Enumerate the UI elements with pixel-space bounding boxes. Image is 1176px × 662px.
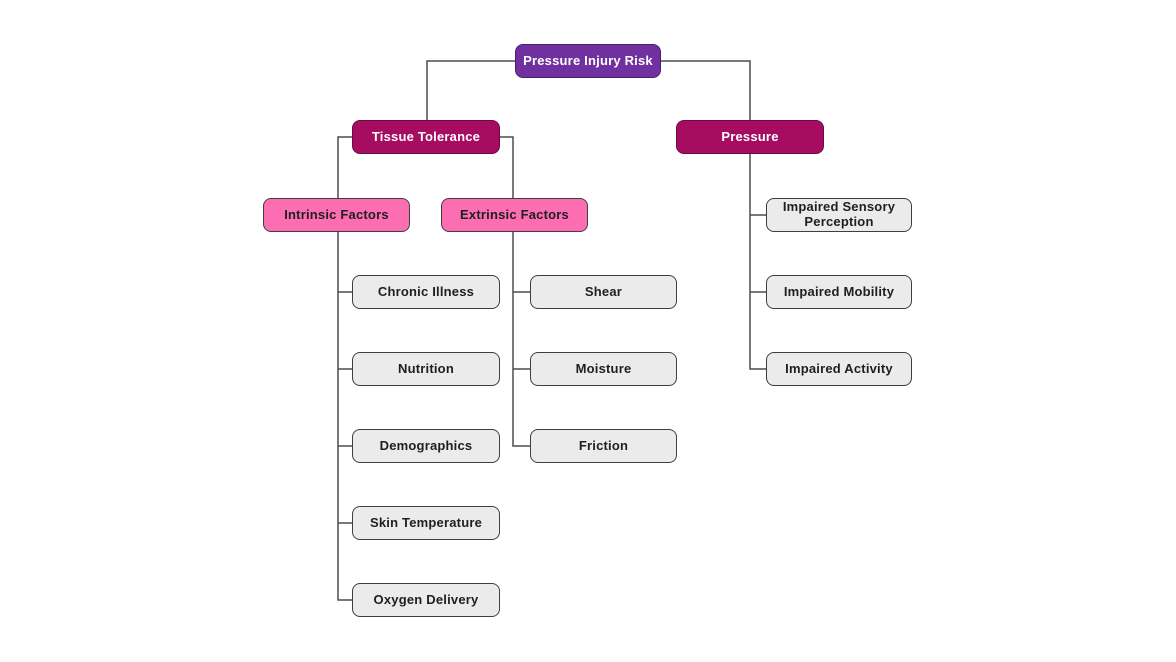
node-shear: Shear	[530, 275, 677, 309]
edge-intrinsic-children	[337, 231, 353, 601]
node-impaired-activity: Impaired Activity	[766, 352, 912, 386]
edge-extrinsic-children	[512, 231, 531, 447]
node-demographics: Demographics	[352, 429, 500, 463]
node-extrinsic-factors: Extrinsic Factors	[441, 198, 588, 232]
edge-tissue-extrinsic	[499, 136, 514, 199]
node-friction: Friction	[530, 429, 677, 463]
node-moisture: Moisture	[530, 352, 677, 386]
node-pressure-injury-risk: Pressure Injury Risk	[515, 44, 661, 78]
node-tissue-tolerance: Tissue Tolerance	[352, 120, 500, 154]
node-nutrition: Nutrition	[352, 352, 500, 386]
node-impaired-mobility: Impaired Mobility	[766, 275, 912, 309]
node-impaired-sensory-perception: Impaired Sensory Perception	[766, 198, 912, 232]
node-chronic-illness: Chronic Illness	[352, 275, 500, 309]
edge-root-pressure	[660, 60, 751, 121]
node-intrinsic-factors: Intrinsic Factors	[263, 198, 410, 232]
edge-pressure-children	[749, 153, 767, 370]
edge-tissue-intrinsic	[337, 136, 353, 199]
edge-root-tissue-tolerance	[426, 60, 516, 121]
node-skin-temperature: Skin Temperature	[352, 506, 500, 540]
node-oxygen-delivery: Oxygen Delivery	[352, 583, 500, 617]
node-pressure: Pressure	[676, 120, 824, 154]
